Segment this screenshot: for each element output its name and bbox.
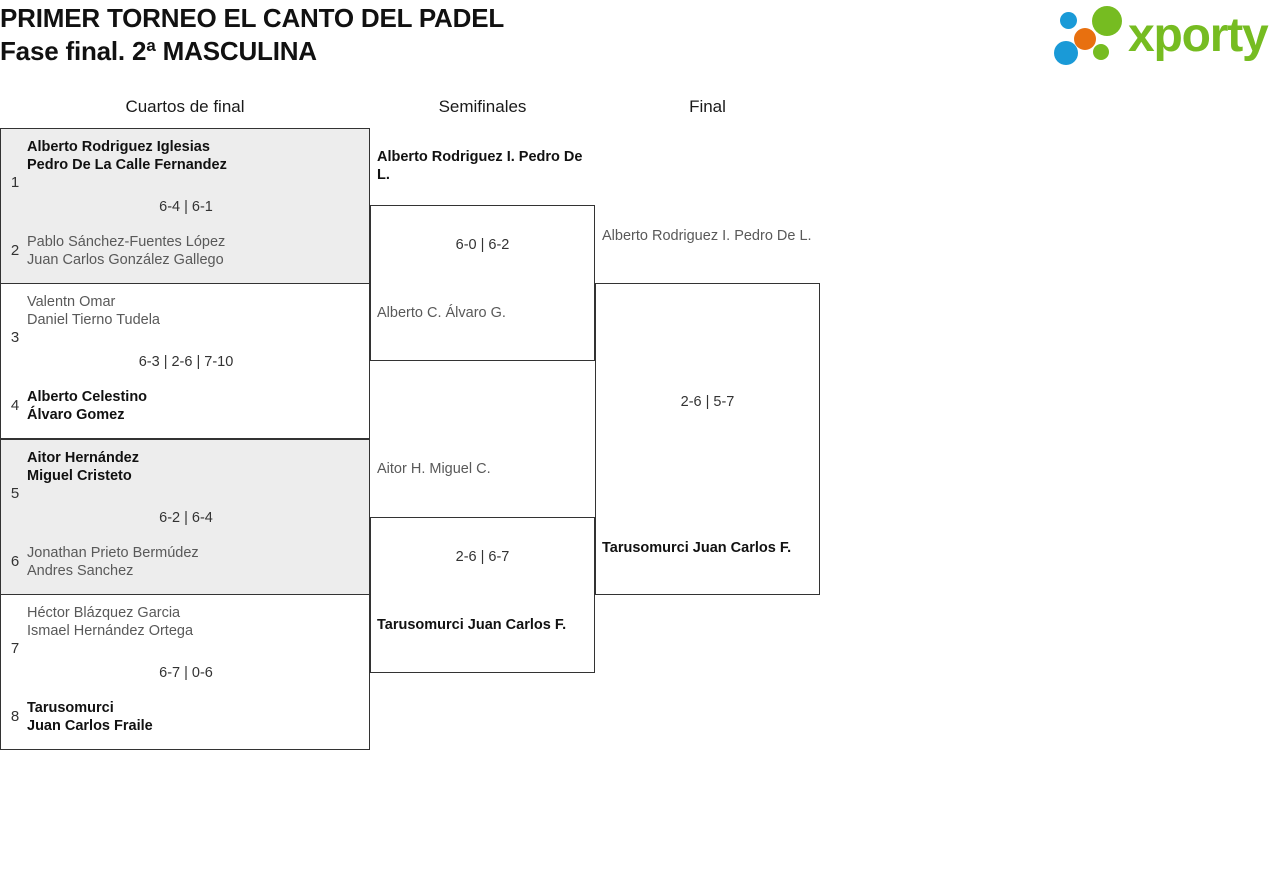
logo-dot-blue-small bbox=[1060, 12, 1077, 29]
logo-dot-green-large bbox=[1092, 6, 1122, 36]
logo-wordmark: xporty bbox=[1128, 9, 1269, 62]
player-name: Miguel C. bbox=[429, 461, 491, 477]
match-quarterfinal-1[interactable]: 1 Alberto Rodriguez Iglesias Pedro De La… bbox=[0, 128, 370, 284]
logo-dot-green-small bbox=[1093, 44, 1109, 60]
team-top[interactable]: Valentn Omar Daniel Tierno Tudela bbox=[27, 293, 363, 329]
player-name: Alberto Rodriguez I. bbox=[377, 149, 515, 165]
seed-number: 4 bbox=[10, 397, 20, 414]
player-name: Alberto Celestino bbox=[27, 389, 148, 405]
player-name: Aitor H. bbox=[377, 461, 426, 477]
seed-number: 1 bbox=[10, 174, 20, 191]
player-name: Álvaro Gomez bbox=[27, 407, 125, 423]
player-name: Miguel Cristeto bbox=[27, 468, 132, 484]
player-name: Ismael Hernández Ortega bbox=[27, 623, 194, 639]
team-bottom[interactable]: Tarusomurci Juan Carlos F. bbox=[602, 539, 817, 557]
player-name: Pedro De L. bbox=[734, 228, 812, 244]
match-semifinal-1[interactable]: 6-0 | 6-2 bbox=[370, 205, 595, 361]
team-top[interactable]: Héctor Blázquez Garcia Ismael Hernández … bbox=[27, 604, 363, 640]
match-quarterfinal-4[interactable]: 7 Héctor Blázquez Garcia Ismael Hernánde… bbox=[0, 594, 370, 750]
match-score: 2-6 | 5-7 bbox=[680, 394, 735, 410]
player-name: Valentn Omar bbox=[27, 294, 116, 310]
team-top[interactable]: Aitor Hernández Miguel Cristeto bbox=[27, 449, 363, 485]
match-quarterfinal-2[interactable]: 3 Valentn Omar Daniel Tierno Tudela 6-3 … bbox=[0, 283, 370, 439]
seed-number: 7 bbox=[10, 640, 20, 657]
tournament-phase: Fase final. 2ª MASCULINA bbox=[0, 36, 317, 66]
player-name: Jonathan Prieto Bermúdez bbox=[27, 545, 199, 561]
round-header-quarterfinals: Cuartos de final bbox=[125, 97, 245, 116]
player-name: Daniel Tierno Tudela bbox=[27, 312, 160, 328]
xporty-logo[interactable]: xporty bbox=[1048, 4, 1276, 68]
player-name: Andres Sanchez bbox=[27, 563, 134, 579]
player-name: Juan Carlos González Gallego bbox=[27, 252, 224, 268]
seed-number: 6 bbox=[10, 553, 20, 570]
round-header-final: Final bbox=[689, 97, 726, 116]
seed-number: 3 bbox=[10, 329, 20, 346]
round-header-semifinals: Semifinales bbox=[438, 97, 527, 116]
team-top[interactable]: Aitor H. Miguel C. bbox=[377, 460, 592, 478]
player-name: Pedro De La Calle Fernandez bbox=[27, 157, 227, 173]
match-final[interactable]: 2-6 | 5-7 bbox=[595, 283, 820, 595]
logo-dot-blue-large bbox=[1054, 41, 1078, 65]
player-name: Tarusomurci bbox=[377, 617, 464, 633]
player-name: Aitor Hernández bbox=[27, 450, 139, 466]
seed-number: 8 bbox=[10, 708, 20, 725]
team-bottom[interactable]: Tarusomurci Juan Carlos Fraile bbox=[27, 699, 363, 735]
tournament-name: PRIMER TORNEO EL CANTO DEL PADEL bbox=[0, 3, 505, 33]
team-bottom[interactable]: Alberto C. Álvaro G. bbox=[377, 304, 592, 322]
team-top[interactable]: Alberto Rodriguez I. Pedro De L. bbox=[377, 148, 592, 184]
team-bottom[interactable]: Jonathan Prieto Bermúdez Andres Sanchez bbox=[27, 544, 363, 580]
team-top[interactable]: Alberto Rodriguez Iglesias Pedro De La C… bbox=[27, 138, 363, 174]
team-bottom[interactable]: Alberto Celestino Álvaro Gomez bbox=[27, 388, 363, 424]
player-name: Pablo Sánchez-Fuentes López bbox=[27, 234, 226, 250]
player-name: Tarusomurci bbox=[602, 540, 689, 556]
match-quarterfinal-3[interactable]: 5 Aitor Hernández Miguel Cristeto 6-2 | … bbox=[0, 439, 370, 595]
player-name: Tarusomurci bbox=[27, 700, 114, 716]
page-header: PRIMER TORNEO EL CANTO DEL PADEL Fase fi… bbox=[0, 0, 1280, 88]
match-score: 2-6 | 6-7 bbox=[455, 549, 510, 565]
player-name: Juan Carlos F. bbox=[467, 617, 567, 633]
player-name: Alberto Rodriguez I. bbox=[602, 228, 731, 244]
seed-number: 2 bbox=[10, 242, 20, 259]
player-name: Héctor Blázquez Garcia bbox=[27, 605, 181, 621]
xporty-dots-logo bbox=[1048, 4, 1130, 68]
player-name: Juan Carlos F. bbox=[692, 540, 792, 556]
match-score: 6-7 | 0-6 bbox=[159, 665, 213, 681]
player-name: Pedro De L. bbox=[377, 149, 583, 183]
team-bottom[interactable]: Pablo Sánchez-Fuentes López Juan Carlos … bbox=[27, 233, 363, 269]
player-name: Álvaro G. bbox=[445, 305, 506, 321]
player-name: Alberto Rodriguez Iglesias bbox=[27, 139, 210, 155]
match-score: 6-0 | 6-2 bbox=[455, 237, 510, 253]
match-semifinal-2[interactable]: 2-6 | 6-7 bbox=[370, 517, 595, 673]
page-title: PRIMER TORNEO EL CANTO DEL PADEL Fase fi… bbox=[0, 2, 504, 68]
player-name: Juan Carlos Fraile bbox=[27, 718, 153, 734]
match-score: 6-2 | 6-4 bbox=[159, 510, 213, 526]
team-top[interactable]: Alberto Rodriguez I. Pedro De L. bbox=[602, 227, 817, 245]
logo-dot-orange bbox=[1074, 28, 1096, 50]
match-score: 6-4 | 6-1 bbox=[159, 199, 213, 215]
seed-number: 5 bbox=[10, 485, 20, 502]
player-name: Alberto C. bbox=[377, 305, 442, 321]
match-score: 6-3 | 2-6 | 7-10 bbox=[138, 354, 234, 370]
team-bottom[interactable]: Tarusomurci Juan Carlos F. bbox=[377, 616, 592, 634]
